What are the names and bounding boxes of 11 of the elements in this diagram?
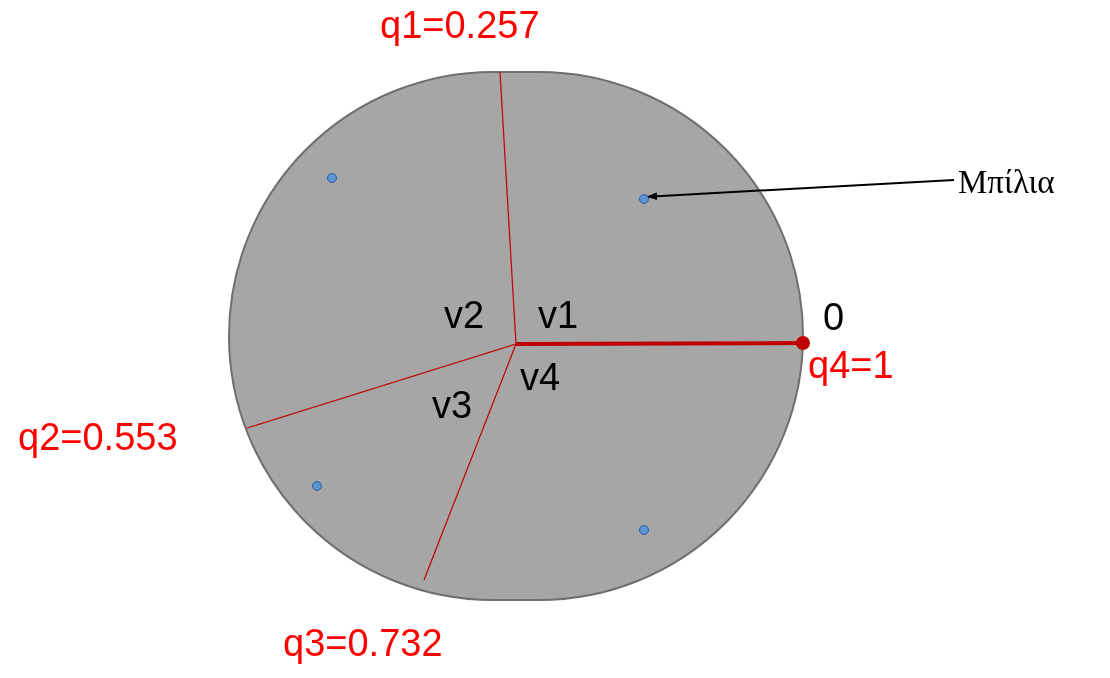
- label-text: q4=1: [808, 346, 894, 384]
- label-text: v4: [520, 358, 561, 396]
- label-text: v2: [444, 296, 485, 334]
- label-text: v1: [538, 296, 579, 334]
- label-text: q2=0.553: [18, 418, 178, 456]
- label-text: q1=0.257: [380, 6, 540, 44]
- label-text: v3: [432, 386, 473, 424]
- label-text: Μπίλια: [958, 165, 1055, 199]
- leader-arrow: [647, 179, 955, 201]
- label-text: 0: [823, 298, 845, 336]
- label-text: q3=0.732: [283, 624, 443, 662]
